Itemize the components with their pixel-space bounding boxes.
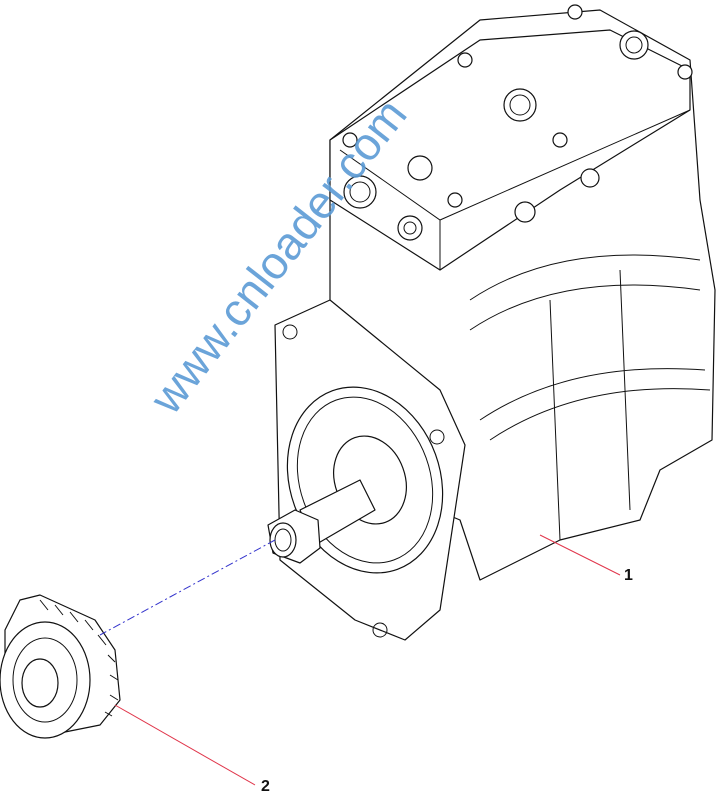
leader-line-1 <box>539 534 621 576</box>
compressor-drawing <box>267 4 716 641</box>
callout-2: 2 <box>261 778 270 795</box>
axis-line <box>99 539 276 636</box>
gear-drawing <box>0 594 121 739</box>
callout-1: 1 <box>624 567 633 584</box>
leader-line-2 <box>114 704 256 786</box>
